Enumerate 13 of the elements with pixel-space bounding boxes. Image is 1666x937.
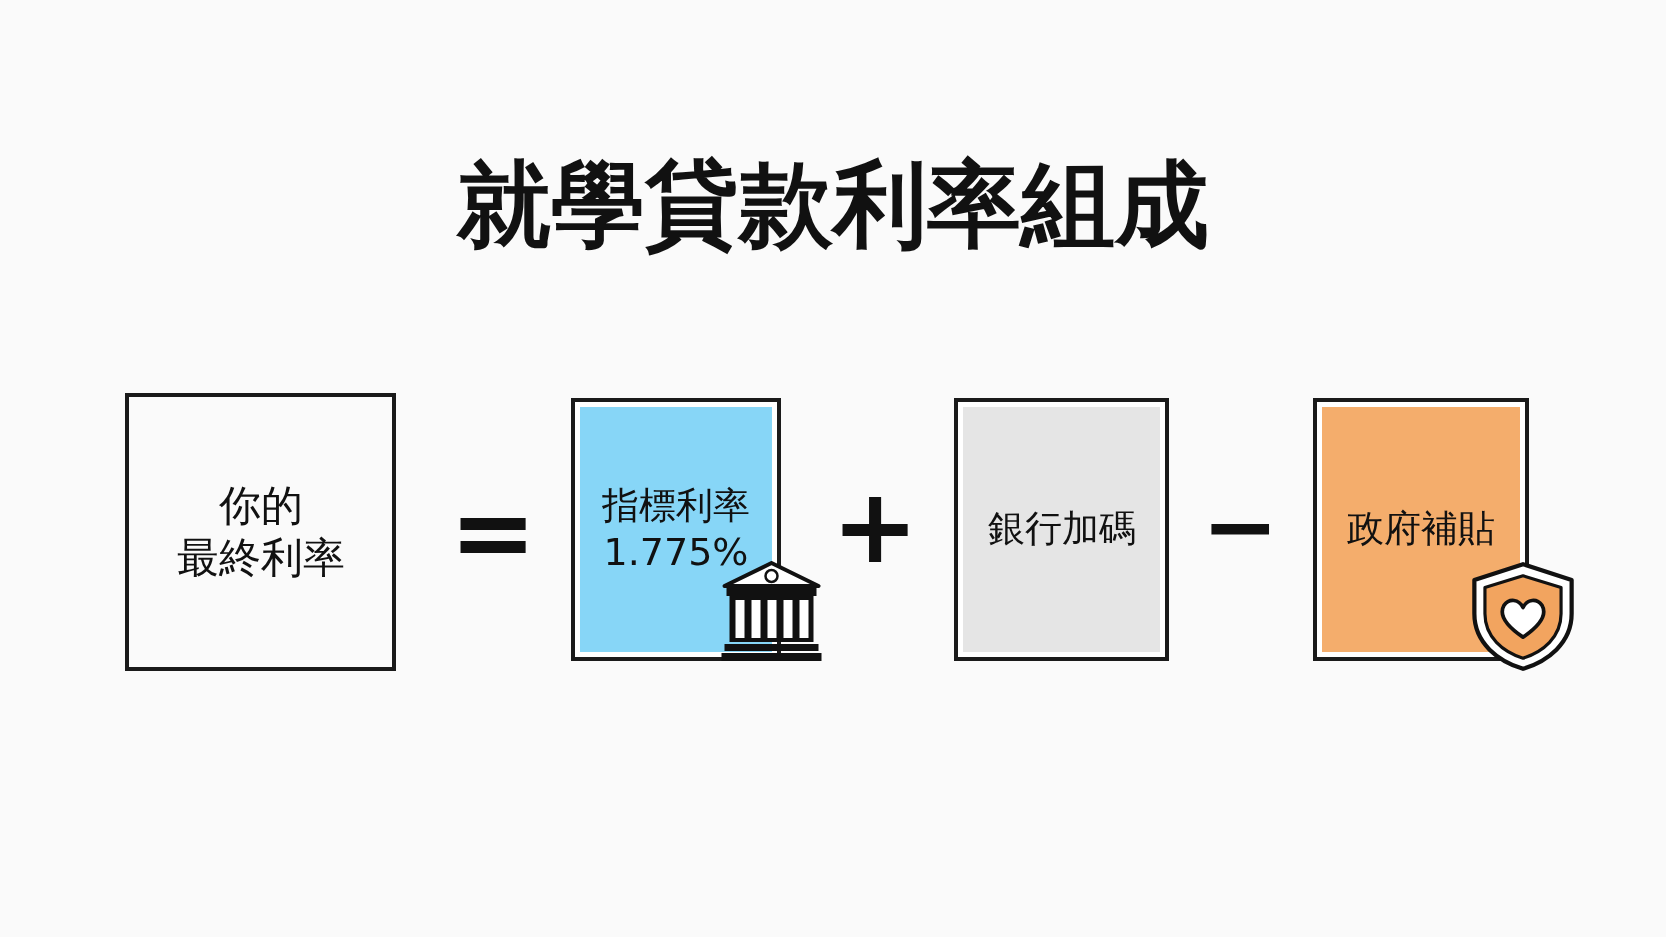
- operator-sign: −: [1201, 481, 1279, 573]
- operator-sign: +: [831, 474, 919, 578]
- operator-sign: =: [449, 480, 537, 584]
- box-label: 指標利率: [602, 482, 750, 529]
- rate-value: 1.775%: [603, 528, 749, 576]
- box-label: 你的最終利率: [176, 479, 345, 584]
- term-box: [125, 393, 396, 671]
- term-box: [954, 398, 1169, 661]
- title: 就學貸款利率組成: [457, 156, 1209, 255]
- box-label: 政府補貼: [1347, 506, 1495, 553]
- term-box: [571, 398, 781, 661]
- box-label: 銀行加碼: [987, 506, 1136, 553]
- term-box: [1313, 398, 1529, 661]
